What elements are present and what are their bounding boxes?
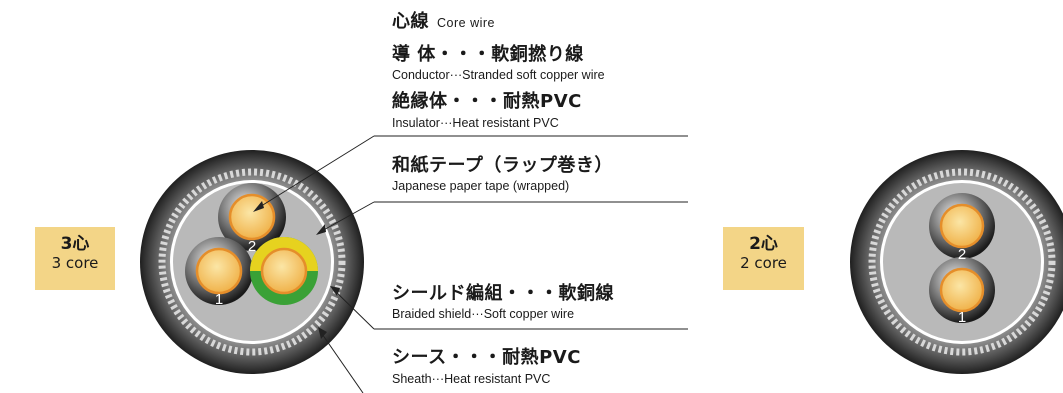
- two-core-cable: 2 1: [850, 150, 1063, 374]
- conductor-label-jp: 導 体・・・軟銅撚り線: [392, 44, 584, 65]
- two-core-wire-upper: [929, 193, 995, 259]
- earth-core-wire: [250, 237, 318, 305]
- insulator-label-jp: 絶縁体・・・耐熱PVC: [392, 91, 582, 112]
- two-core-badge-subtitle: 2 core: [740, 254, 787, 272]
- paper-tape-label-jp: 和紙テープ（ラップ巻き）: [392, 155, 613, 176]
- two-core-braided-shield: [868, 168, 1056, 356]
- three-core-cable: 2 1: [140, 150, 364, 374]
- core-wire-1: [185, 237, 253, 305]
- sheath-label-en: Sheath···Heat resistant PVC: [392, 372, 551, 386]
- paper-tape-label-en: Japanese paper tape (wrapped): [392, 179, 570, 193]
- three-core-badge-title: 3心: [60, 234, 90, 254]
- leader-sheath: [319, 330, 364, 393]
- shield-label-jp: シールド編組・・・軟銅線: [392, 283, 614, 304]
- three-core-badge: 3心 3 core: [35, 227, 115, 290]
- core-number-2: 2: [248, 238, 256, 255]
- core-wire-label: 心線 Core wire: [392, 11, 495, 34]
- leader-arrowheads: [253, 201, 340, 339]
- core-wire-label-en: Core wire: [437, 16, 495, 30]
- three-core-braided-shield: [158, 168, 346, 356]
- three-core-badge-subtitle: 3 core: [51, 254, 99, 272]
- sheath-label-jp: シース・・・耐熱PVC: [392, 347, 581, 368]
- shield-label-en: Braided shield···Soft copper wire: [392, 307, 575, 321]
- two-core-number-1: 1: [958, 309, 966, 326]
- insulator-label-en: Insulator···Heat resistant PVC: [392, 116, 559, 130]
- two-core-badge-title: 2心: [749, 234, 778, 254]
- core-number-1: 1: [215, 291, 223, 308]
- leader-lines: [257, 135, 688, 393]
- conductor-label-en: Conductor···Stranded soft copper wire: [392, 68, 605, 82]
- two-core-number-2: 2: [958, 246, 966, 263]
- two-core-badge: 2心 2 core: [723, 227, 804, 290]
- core-wire-2: [218, 183, 286, 251]
- two-core-wire-lower: [929, 257, 995, 323]
- core-wire-label-jp: 心線: [392, 11, 429, 32]
